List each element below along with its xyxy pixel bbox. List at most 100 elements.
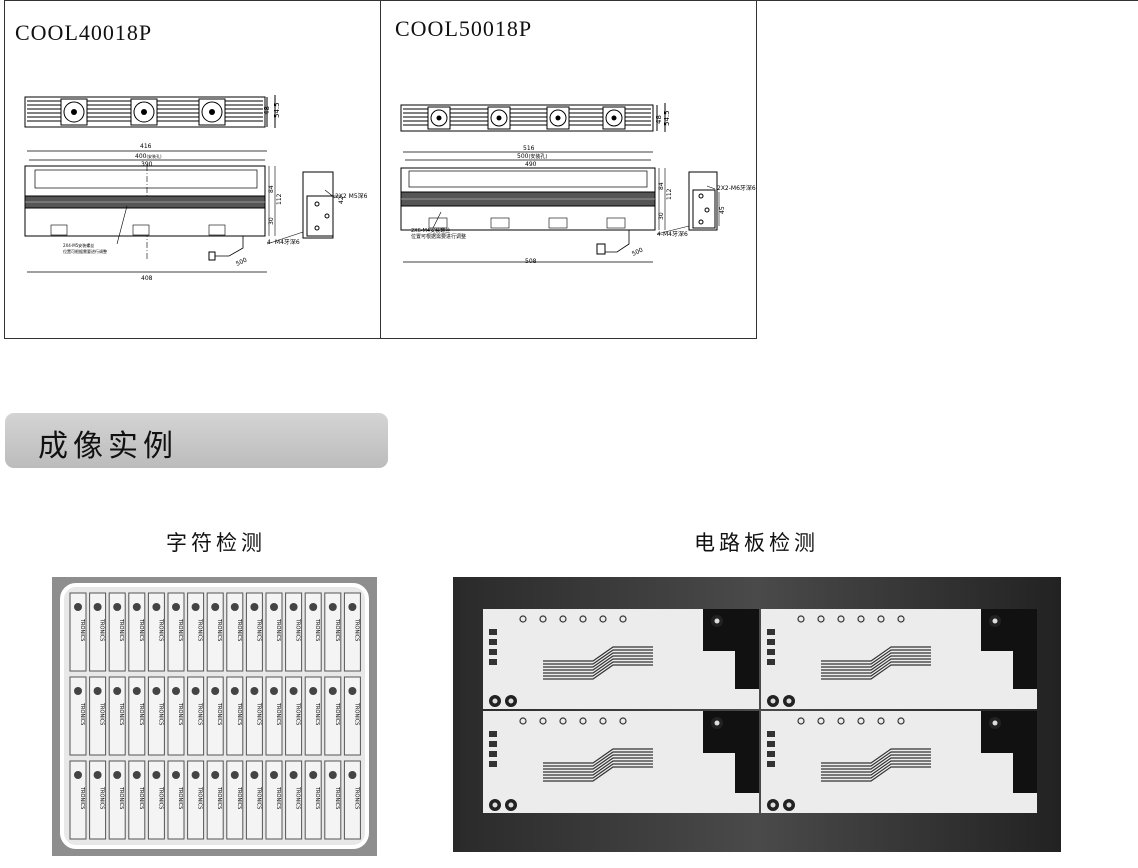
chip: TRONICS xyxy=(265,760,283,840)
chip: TRONICS xyxy=(89,676,107,756)
pcb-panel xyxy=(761,711,1037,813)
svg-text:TRONICS: TRONICS xyxy=(118,702,124,725)
svg-text:TRONICS: TRONICS xyxy=(275,618,281,641)
svg-text:TRONICS: TRONICS xyxy=(334,786,340,809)
chip: TRONICS xyxy=(304,760,322,840)
svg-text:TRONICS: TRONICS xyxy=(157,702,163,725)
svg-text:TRONICS: TRONICS xyxy=(118,786,124,809)
dim-30: 30 xyxy=(268,217,275,225)
front-view: 516 500(安装孔) 490 84 112 30 xyxy=(400,145,673,265)
pcb-detection-image xyxy=(453,577,1061,852)
svg-text:TRONICS: TRONICS xyxy=(353,702,359,725)
dim-500-cable: 500 xyxy=(631,247,645,258)
svg-text:TRONICS: TRONICS xyxy=(216,702,222,725)
chip: TRONICS xyxy=(69,592,87,672)
svg-text:TRONICS: TRONICS xyxy=(275,786,281,809)
dim-400: 400(安装孔) xyxy=(135,153,162,160)
svg-text:TRONICS: TRONICS xyxy=(197,618,203,641)
svg-text:TRONICS: TRONICS xyxy=(197,702,203,725)
chip: TRONICS xyxy=(324,760,342,840)
dim-48: 48 xyxy=(263,106,271,115)
chip: TRONICS xyxy=(285,676,303,756)
note-slot-1: 2X6-M4安装螺丝 xyxy=(411,227,450,234)
svg-text:TRONICS: TRONICS xyxy=(177,618,183,641)
svg-text:TRONICS: TRONICS xyxy=(177,702,183,725)
chip: TRONICS xyxy=(265,592,283,672)
chip: TRONICS xyxy=(147,760,165,840)
svg-text:TRONICS: TRONICS xyxy=(138,702,144,725)
pcb-panel xyxy=(761,609,1037,709)
chip: TRONICS xyxy=(206,760,224,840)
chip: TRONICS xyxy=(167,676,185,756)
note-m4: 4-M4牙深6 xyxy=(657,230,688,238)
dim-516: 516 xyxy=(523,145,535,152)
svg-text:TRONICS: TRONICS xyxy=(334,618,340,641)
top-view: 48 54.5 xyxy=(400,103,671,132)
svg-text:TRONICS: TRONICS xyxy=(295,618,301,641)
chip: TRONICS xyxy=(147,676,165,756)
caption-char-detection: 字符检测 xyxy=(166,531,266,555)
svg-text:TRONICS: TRONICS xyxy=(118,618,124,641)
spec-cell-cool50018p: COOL50018P 48 54.5 xyxy=(380,0,757,339)
chip: TRONICS xyxy=(89,760,107,840)
chip: TRONICS xyxy=(206,592,224,672)
dim-side: 42 xyxy=(338,196,345,204)
note-m4: 4- M4牙深6 xyxy=(267,238,300,246)
svg-text:TRONICS: TRONICS xyxy=(353,618,359,641)
pcb-panel xyxy=(483,711,759,813)
svg-text:TRONICS: TRONICS xyxy=(79,702,85,725)
dim-54-5: 54.5 xyxy=(663,110,671,126)
chip: TRONICS xyxy=(206,676,224,756)
svg-text:TRONICS: TRONICS xyxy=(157,786,163,809)
svg-text:TRONICS: TRONICS xyxy=(157,618,163,641)
note-screw: 2X2 M5深6 xyxy=(335,192,368,200)
svg-text:TRONICS: TRONICS xyxy=(138,618,144,641)
dim-500-cable: 500 xyxy=(235,257,249,268)
svg-text:TRONICS: TRONICS xyxy=(216,786,222,809)
chip: TRONICS xyxy=(187,676,205,756)
svg-text:TRONICS: TRONICS xyxy=(255,702,261,725)
chip: TRONICS xyxy=(226,592,244,672)
chip: TRONICS xyxy=(245,760,263,840)
svg-text:TRONICS: TRONICS xyxy=(275,702,281,725)
chip: TRONICS xyxy=(343,592,361,672)
dim-490: 490 xyxy=(525,161,537,168)
dim-112: 112 xyxy=(276,193,283,205)
chip: TRONICS xyxy=(108,760,126,840)
dim-side: 45 xyxy=(719,206,726,214)
model-title: COOL50018P xyxy=(395,16,533,41)
chip: TRONICS xyxy=(187,592,205,672)
chip: TRONICS xyxy=(285,592,303,672)
chip: TRONICS xyxy=(226,760,244,840)
chip: TRONICS xyxy=(108,592,126,672)
model-title: COOL40018P xyxy=(15,20,153,45)
spec-cell-cool40018p: COOL40018P 48 54.5 xyxy=(4,0,381,339)
chip: TRONICS xyxy=(167,760,185,840)
pcb-panel xyxy=(483,609,759,709)
chip: TRONICS xyxy=(187,760,205,840)
chip: TRONICS xyxy=(343,676,361,756)
svg-text:TRONICS: TRONICS xyxy=(255,618,261,641)
svg-text:TRONICS: TRONICS xyxy=(295,786,301,809)
chip: TRONICS xyxy=(226,676,244,756)
chip: TRONICS xyxy=(304,592,322,672)
svg-text:TRONICS: TRONICS xyxy=(79,618,85,641)
dim-48: 48 xyxy=(655,115,663,124)
side-view: 45 2X2-M6牙深6 4-M4牙深6 xyxy=(656,171,756,238)
note-screw: 2X2-M6牙深6 xyxy=(717,184,756,192)
chip: TRONICS xyxy=(285,760,303,840)
chip: TRONICS xyxy=(324,676,342,756)
top-rule xyxy=(4,0,1138,1)
chip: TRONICS xyxy=(245,592,263,672)
chip: TRONICS xyxy=(147,592,165,672)
svg-text:TRONICS: TRONICS xyxy=(79,786,85,809)
svg-text:TRONICS: TRONICS xyxy=(216,618,222,641)
dim-508: 508 xyxy=(525,258,537,265)
chip: TRONICS xyxy=(167,592,185,672)
svg-text:TRONICS: TRONICS xyxy=(99,702,105,725)
dim-408: 408 xyxy=(141,275,153,282)
svg-text:TRONICS: TRONICS xyxy=(314,702,320,725)
chip: TRONICS xyxy=(265,676,283,756)
dimension-drawing: 48 54.5 516 500(安装孔) 490 84 xyxy=(400,103,756,265)
